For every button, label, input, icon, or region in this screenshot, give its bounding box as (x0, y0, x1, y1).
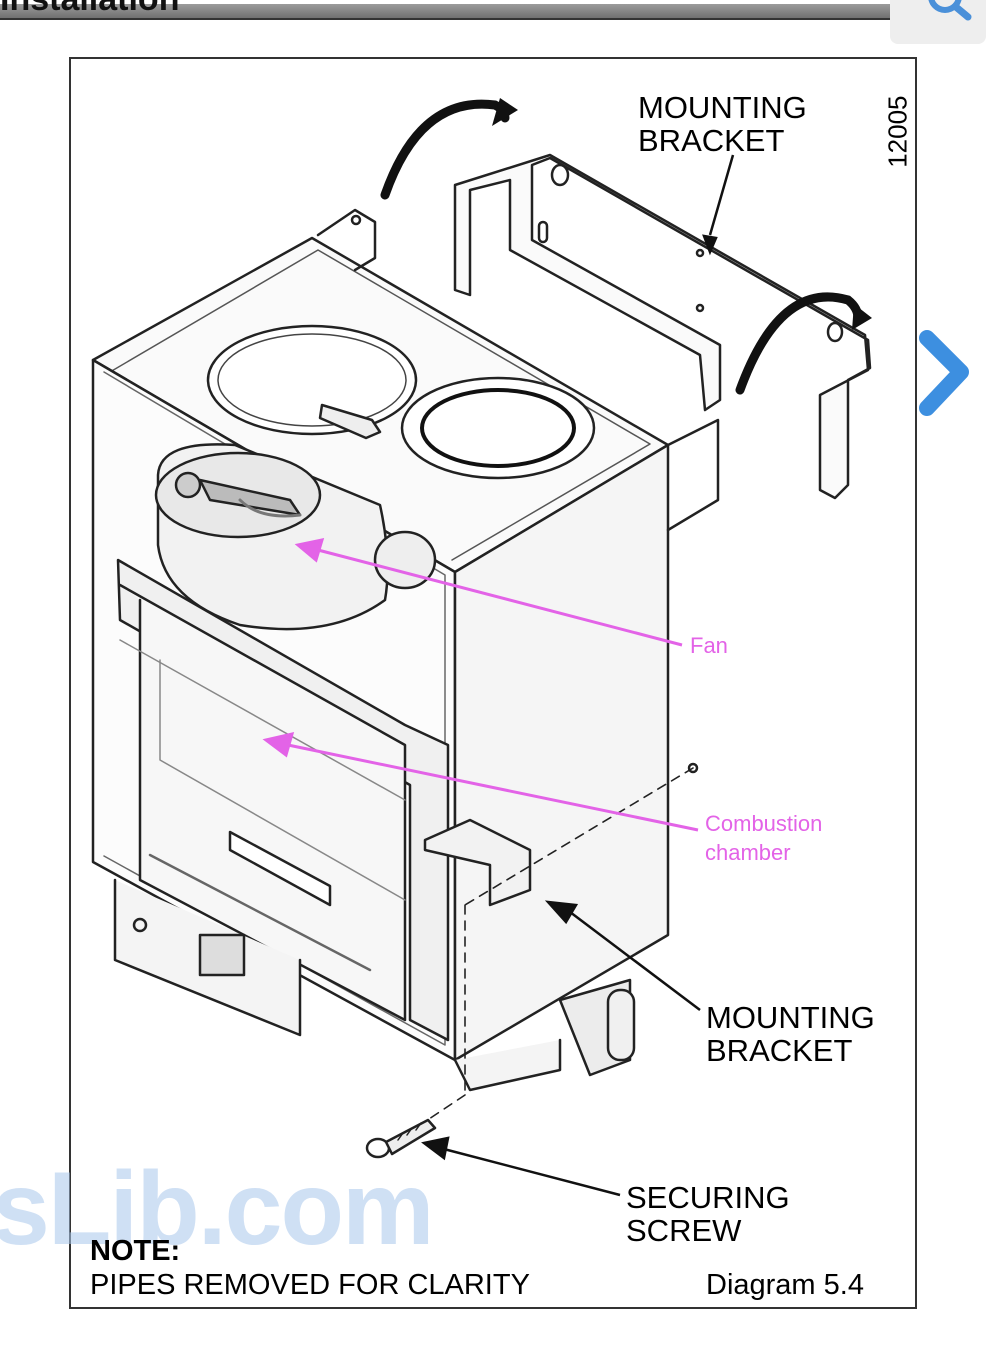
diagram-frame (69, 57, 917, 1309)
fan-opening (206, 324, 418, 436)
label-mounting-bracket-bottom: MOUNTING BRACKET (706, 1000, 875, 1068)
search-icon (928, 0, 972, 21)
note-heading: NOTE: (90, 1235, 181, 1267)
label-line: MOUNTING (638, 90, 807, 125)
page-title: Installation (0, 0, 179, 19)
label-securing-screw: SECURING SCREW (626, 1180, 790, 1248)
flue-ring (400, 376, 596, 480)
label-line: BRACKET (638, 122, 785, 158)
chevron-right-icon (919, 330, 969, 416)
note-text: PIPES REMOVED FOR CLARITY (90, 1269, 530, 1301)
header-rule (0, 4, 900, 20)
label-line: SCREW (626, 1212, 742, 1248)
watermark: sLib.com (0, 1151, 435, 1267)
search-button[interactable] (890, 0, 986, 44)
label-line: SECURING (626, 1180, 790, 1215)
securing-screw (365, 1118, 437, 1159)
label-line: MOUNTING (706, 1000, 875, 1035)
mounting-bracket-bottom (423, 818, 532, 907)
next-page-button[interactable] (905, 320, 986, 430)
annotation-line: chamber (705, 839, 791, 865)
mounting-bracket-top (453, 153, 872, 500)
annotation-line: Combustion (705, 811, 823, 836)
label-mounting-bracket-top: MOUNTING BRACKET (638, 90, 807, 158)
diagram-id: 12005 (882, 95, 913, 168)
diagram-caption: Diagram 5.4 (706, 1269, 864, 1301)
annotation-combustion-chamber: Combustion chamber (705, 810, 822, 867)
page-header: Installation (0, 0, 986, 22)
annotation-fan: Fan (690, 633, 728, 658)
label-line: BRACKET (706, 1032, 853, 1068)
